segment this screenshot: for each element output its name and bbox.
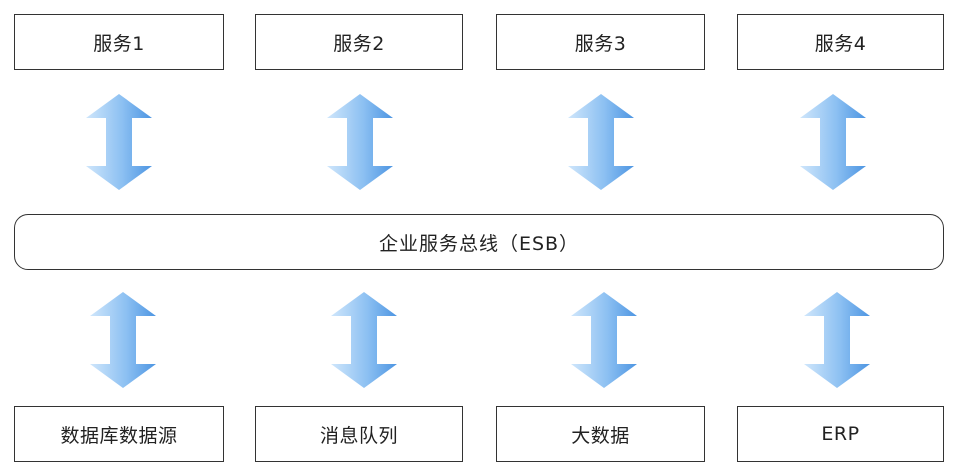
service-box-2: 服务2 bbox=[255, 14, 463, 70]
double-arrow-icon bbox=[571, 292, 637, 388]
source-box-big-data: 大数据 bbox=[496, 406, 705, 462]
source-box-erp: ERP bbox=[737, 406, 944, 462]
source-label-big-data: 大数据 bbox=[571, 424, 630, 447]
service-label-2: 服务2 bbox=[333, 32, 385, 55]
service-box-1: 服务1 bbox=[14, 14, 224, 70]
source-label-erp: ERP bbox=[821, 423, 860, 445]
double-arrow-icon bbox=[331, 292, 397, 388]
service-label-4: 服务4 bbox=[814, 32, 867, 55]
esb-label: 企业服务总线（ESB） bbox=[378, 232, 580, 255]
source-label-message-queue: 消息队列 bbox=[319, 424, 398, 447]
service-label-3: 服务3 bbox=[574, 32, 627, 55]
source-label-database: 数据库数据源 bbox=[60, 424, 178, 447]
double-arrow-icon bbox=[90, 292, 156, 388]
esb-bus: 企业服务总线（ESB） bbox=[14, 214, 944, 270]
service-label-1: 服务1 bbox=[93, 32, 145, 55]
double-arrow-icon bbox=[804, 292, 870, 388]
double-arrow-icon bbox=[86, 94, 152, 190]
service-box-4: 服务4 bbox=[737, 14, 944, 70]
source-box-message-queue: 消息队列 bbox=[255, 406, 463, 462]
double-arrow-icon bbox=[800, 94, 866, 190]
service-box-3: 服务3 bbox=[496, 14, 705, 70]
double-arrow-icon bbox=[568, 94, 634, 190]
source-box-database: 数据库数据源 bbox=[14, 406, 224, 462]
double-arrow-icon bbox=[327, 94, 393, 190]
